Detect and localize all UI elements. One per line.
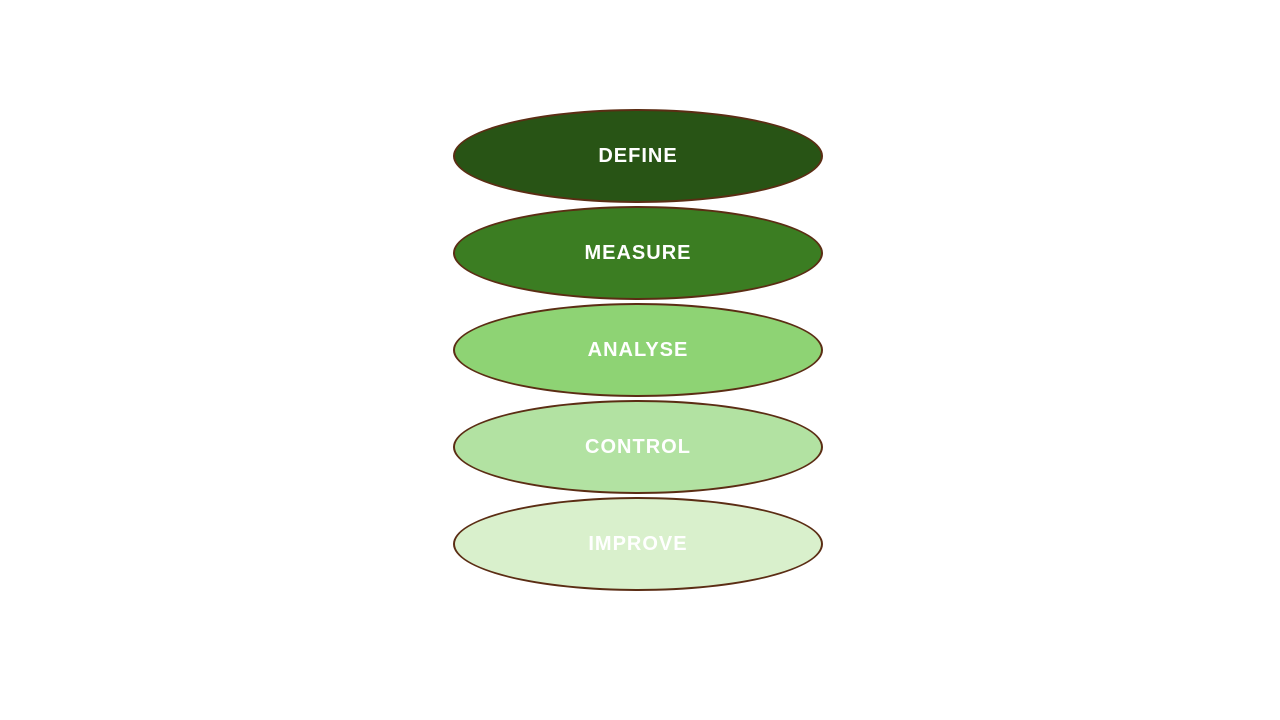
stage-label-improve: IMPROVE [588,533,688,555]
stage-label-analyse: ANALYSE [587,339,689,361]
stage-label-measure: MEASURE [584,242,692,264]
stage-ellipse-analyse: ANALYSE [453,303,823,397]
stage-ellipse-measure: MEASURE [453,206,823,300]
stage-ellipse-control: CONTROL [453,400,823,494]
stage-ellipse-improve: IMPROVE [453,497,823,591]
stage-ellipse-define: DEFINE [453,109,823,203]
stage-label-control: CONTROL [585,436,691,458]
stage-label-define: DEFINE [598,145,678,167]
